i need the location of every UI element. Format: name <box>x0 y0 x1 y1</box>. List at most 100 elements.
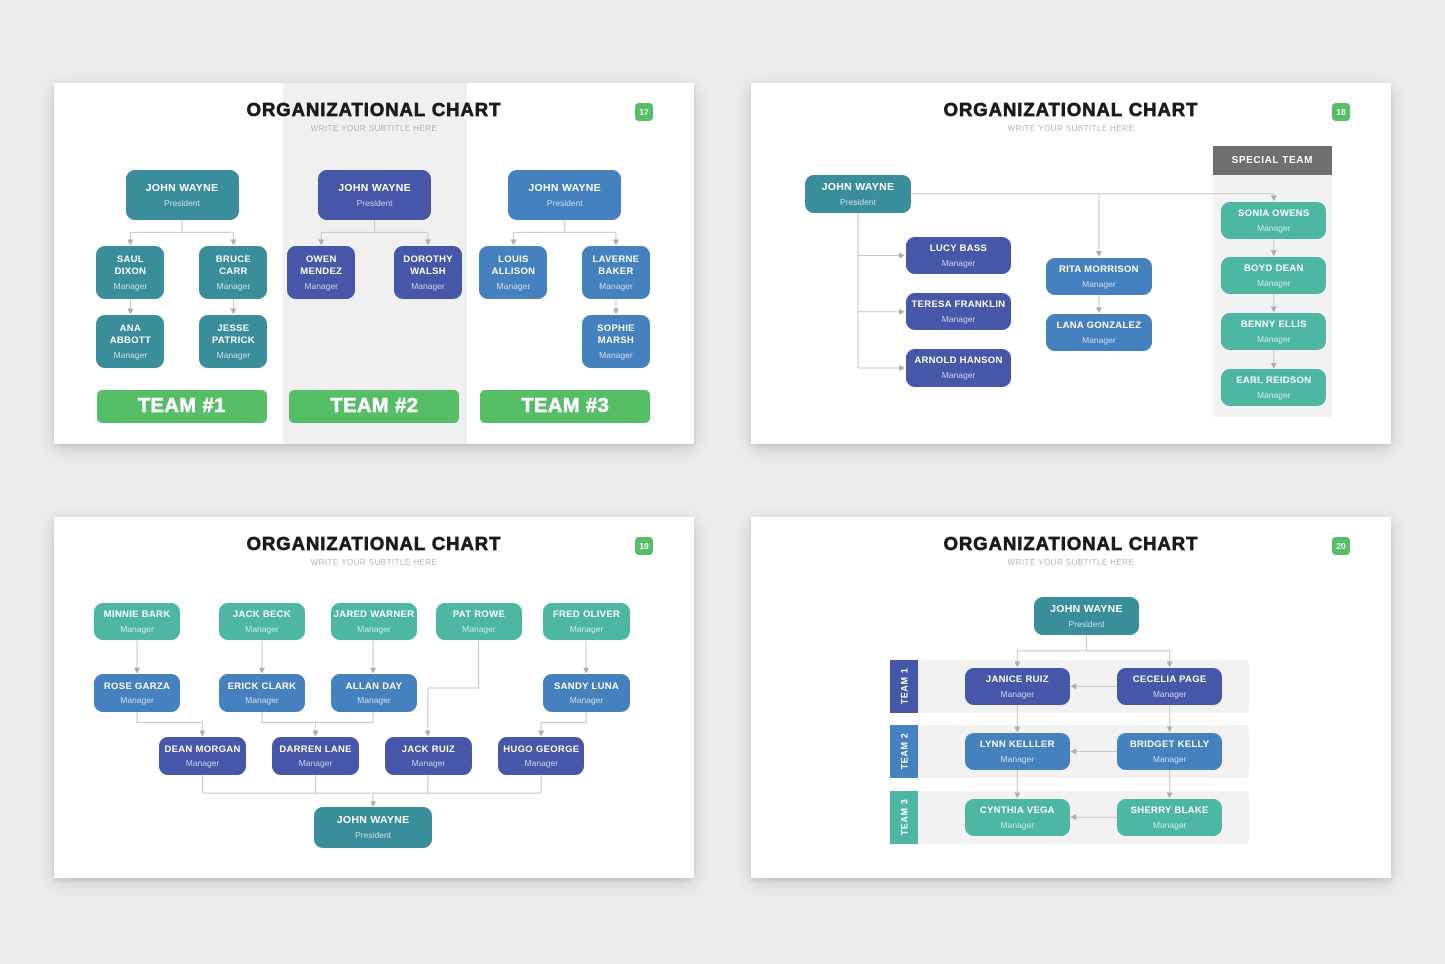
org-node[interactable]: EARL REIDSON Manager <box>1221 369 1327 407</box>
org-node[interactable]: JESSE PATRICK Manager <box>199 315 268 368</box>
org-node[interactable]: SONIA OWENS Manager <box>1221 201 1327 239</box>
org-node[interactable]: BENNY ELLIS Manager <box>1221 312 1327 350</box>
person-name: JACK RUIZ <box>401 743 456 755</box>
org-node[interactable]: BRUCE CARR Manager <box>199 246 268 299</box>
org-node[interactable]: LUCY BASS Manager <box>905 236 1012 275</box>
slide-number-badge: 19 <box>635 537 653 555</box>
person-role: Manager <box>524 758 559 769</box>
person-name: DARREN LANE <box>279 743 352 755</box>
person-role: Manager <box>1257 222 1291 233</box>
org-node[interactable]: LOUIS ALLISON Manager <box>479 246 548 299</box>
org-node[interactable]: RITA MORRISON Manager <box>1046 257 1152 296</box>
special-team-title: SPECIAL TEAM <box>1231 154 1314 166</box>
team-bar-label: TEAM #1 <box>137 394 226 417</box>
person-role: Manager <box>1257 277 1291 288</box>
org-node[interactable]: ALLAN DAY Manager <box>330 674 418 712</box>
org-node[interactable]: TERESA FRANKLIN Manager <box>905 292 1012 331</box>
person-role: Manager <box>411 280 445 291</box>
team-bar[interactable]: TEAM #3 <box>480 389 651 423</box>
slide-title: ORGANIZATIONAL CHART <box>943 98 1199 120</box>
slide-title: ORGANIZATIONAL CHART <box>246 532 502 554</box>
person-role: Manager <box>113 349 148 360</box>
person-role: Manager <box>496 280 531 291</box>
person-name: JARED WARNER <box>333 608 415 620</box>
person-role: Manager <box>1152 688 1187 699</box>
org-node[interactable]: ARNOLD HANSON Manager <box>905 349 1012 387</box>
person-name: JACK BECK <box>232 608 291 620</box>
org-node[interactable]: LAVERNE BAKER Manager <box>581 246 650 299</box>
org-node[interactable]: HUGO GEORGE Manager <box>498 737 585 776</box>
person-role: Manager <box>1082 334 1116 345</box>
org-node[interactable]: FRED OLIVER Manager <box>543 602 630 641</box>
org-node[interactable]: ERICK CLARK Manager <box>218 674 306 712</box>
slide-subtitle: WRITE YOUR SUBTITLE HERE <box>310 123 438 133</box>
org-node[interactable]: JARED WARNER Manager <box>330 602 418 641</box>
team-tab[interactable]: TEAM 1 <box>890 660 919 713</box>
person-name: JOHN WAYNE <box>528 181 601 194</box>
org-node-president[interactable]: JOHN WAYNE President <box>805 175 911 213</box>
person-role: Manager <box>120 623 154 634</box>
org-node[interactable]: CECELIA PAGE Manager <box>1117 668 1223 705</box>
person-name: SHERRY BLAKE <box>1130 804 1209 816</box>
org-node-president[interactable]: JOHN WAYNE President <box>1033 596 1140 636</box>
slide-number-badge: 18 <box>1332 103 1350 121</box>
team-tab[interactable]: TEAM 3 <box>890 791 919 844</box>
person-name: JOHN WAYNE <box>145 181 219 194</box>
org-node-president[interactable]: JOHN WAYNE President <box>314 807 432 848</box>
slide-title: ORGANIZATIONAL CHART <box>246 98 502 120</box>
org-node-president[interactable]: JOHN WAYNE President <box>318 169 432 220</box>
org-node[interactable]: PAT ROWE Manager <box>435 602 523 641</box>
org-node-president[interactable]: JOHN WAYNE President <box>508 169 622 220</box>
org-node[interactable]: BRIDGET KELLY Manager <box>1117 733 1223 770</box>
person-name: SOPHIE MARSH <box>597 323 635 346</box>
org-node[interactable]: LYNN KELLLER Manager <box>964 733 1070 770</box>
person-role: Manager <box>1257 390 1291 401</box>
person-role: Manager <box>245 623 279 634</box>
org-node[interactable]: CYNTHIA VEGA Manager <box>964 798 1070 836</box>
person-role: Manager <box>357 695 391 706</box>
person-name: CYNTHIA VEGA <box>979 804 1055 816</box>
org-node[interactable]: DEAN MORGAN Manager <box>159 737 246 776</box>
person-name: CECELIA PAGE <box>1132 673 1207 685</box>
org-node[interactable]: BOYD DEAN Manager <box>1221 256 1327 294</box>
team-bar-label: TEAM #3 <box>521 394 610 417</box>
person-name: JOHN WAYNE <box>336 814 410 827</box>
org-node[interactable]: MINNIE BARK Manager <box>93 602 181 641</box>
person-name: BRIDGET KELLY <box>1129 738 1210 750</box>
person-name: ARNOLD HANSON <box>914 355 1003 367</box>
person-role: President <box>356 197 393 208</box>
person-role: Manager <box>1152 819 1187 830</box>
slide-number-badge: 20 <box>1332 537 1350 555</box>
person-name: LOUIS ALLISON <box>491 254 536 277</box>
org-node[interactable]: JACK BECK Manager <box>218 602 306 641</box>
person-role: Manager <box>411 758 446 769</box>
person-name: SAUL DIXON <box>114 254 147 277</box>
org-node[interactable]: ROSE GARZA Manager <box>93 674 181 712</box>
org-node-president[interactable]: JOHN WAYNE President <box>125 169 239 220</box>
org-node[interactable]: JANICE RUIZ Manager <box>964 668 1070 705</box>
team-bar[interactable]: TEAM #2 <box>289 389 460 423</box>
person-role: President <box>840 196 876 207</box>
org-node[interactable]: SOPHIE MARSH Manager <box>581 315 650 368</box>
person-role: Manager <box>462 623 496 634</box>
org-node[interactable]: SAUL DIXON Manager <box>96 246 165 299</box>
person-name: JOHN WAYNE <box>338 181 411 194</box>
person-role: Manager <box>1000 753 1035 764</box>
slide-20: ORGANIZATIONAL CHART WRITE YOUR SUBTITLE… <box>751 517 1391 878</box>
person-role: Manager <box>599 349 633 360</box>
org-node[interactable]: JACK RUIZ Manager <box>385 737 472 776</box>
org-node[interactable]: LANA GONZALEZ Manager <box>1046 313 1152 352</box>
org-node[interactable]: DOROTHY WALSH Manager <box>394 246 462 299</box>
org-node[interactable]: DARREN LANE Manager <box>272 737 359 776</box>
org-node[interactable]: SANDY LUNA Manager <box>543 674 630 712</box>
person-role: Manager <box>216 280 251 291</box>
team-tab-label: TEAM 3 <box>899 799 910 836</box>
team-tab[interactable]: TEAM 2 <box>890 725 919 778</box>
org-node[interactable]: OWEN MENDEZ Manager <box>287 246 356 299</box>
org-node[interactable]: SHERRY BLAKE Manager <box>1117 798 1223 836</box>
org-node[interactable]: ANA ABBOTT Manager <box>96 315 165 368</box>
person-name: JOHN WAYNE <box>821 180 895 193</box>
team-bar[interactable]: TEAM #1 <box>96 389 267 423</box>
person-name: ROSE GARZA <box>103 680 171 692</box>
slide-18: ORGANIZATIONAL CHART WRITE YOUR SUBTITLE… <box>751 83 1391 444</box>
